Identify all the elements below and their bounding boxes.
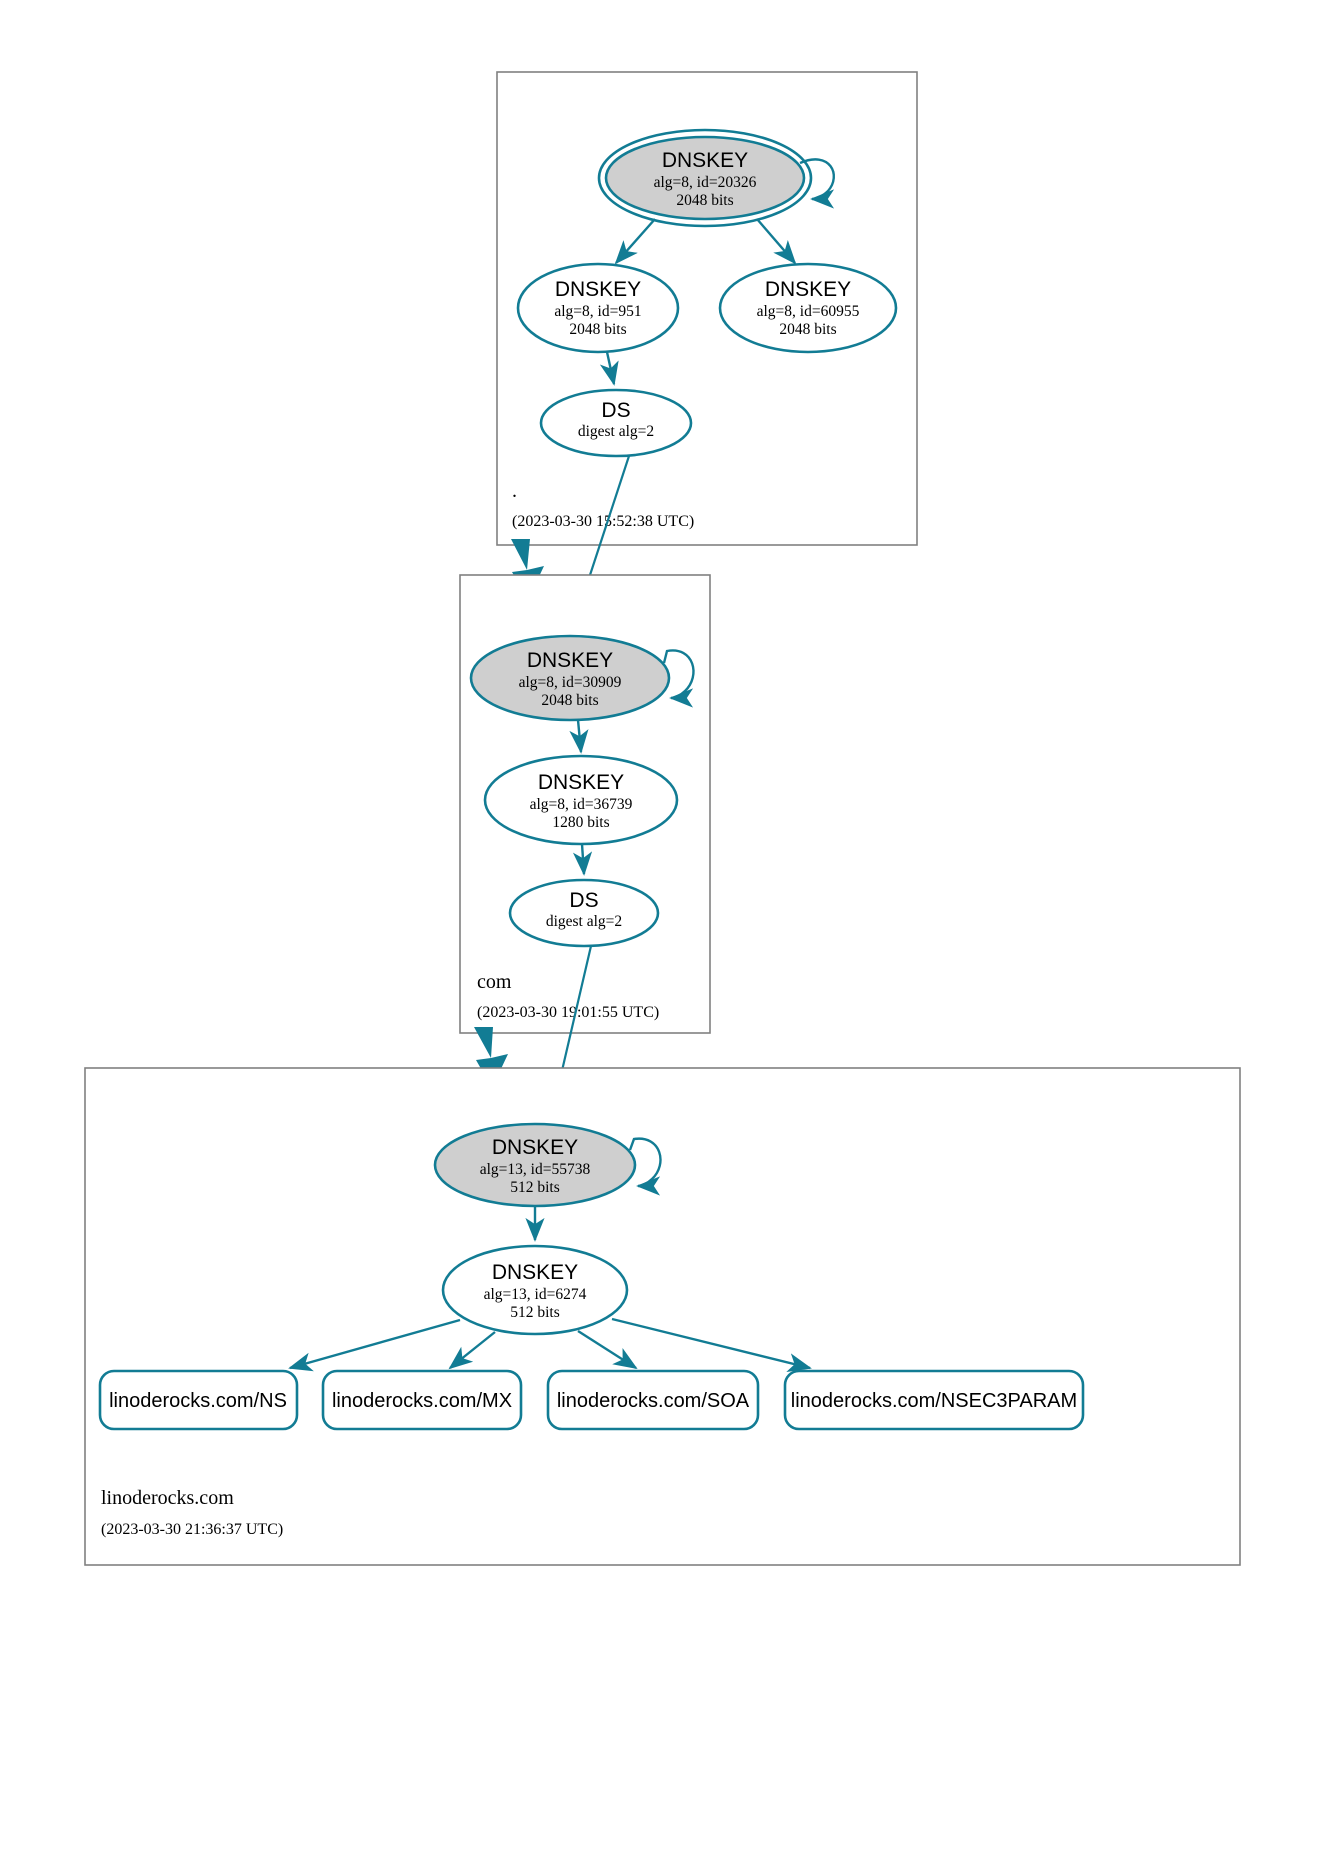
node-com-ksk-shape[interactable] (469, 634, 671, 722)
edge-zsk-to-rrset-nsec3param (611, 1317, 812, 1373)
node-root-zsk-60955-bits: 2048 bits (779, 321, 836, 338)
node-com-zsk-bits: 1280 bits (552, 814, 609, 831)
node-root-ds-shape[interactable] (539, 388, 693, 458)
node-root-ksk-title: DNSKEY (662, 149, 748, 172)
node-root-ds-alg: digest alg=2 (578, 423, 654, 440)
node-root-ksk-bits: 2048 bits (676, 192, 733, 209)
node-linoderocks-ksk-alg: alg=13, id=55738 (480, 1161, 591, 1178)
node-rrset-mx-label: linoderocks.com/MX (332, 1390, 512, 1412)
node-root-zsk-951-title: DNSKEY (555, 278, 641, 301)
zone-timestamp-root: (2023-03-30 15:52:38 UTC) (512, 513, 694, 530)
zone-delegation-arrow-com-to-linoderocks (474, 1027, 508, 1088)
node-root-ksk-shape[interactable] (604, 135, 806, 221)
node-linoderocks-ksk-bits: 512 bits (510, 1179, 560, 1196)
node-rrset-soa-label: linoderocks.com/SOA (557, 1390, 750, 1412)
edge-zsk-to-rrset-soa (577, 1329, 638, 1370)
edge-zsk-to-rrset-ns (288, 1318, 461, 1372)
edge-root-951-to-ds (599, 351, 619, 386)
node-root-zsk-951-alg: alg=8, id=951 (554, 303, 641, 320)
edge-com-ksk-to-zsk (569, 719, 589, 754)
node-com-zsk-alg: alg=8, id=36739 (530, 796, 633, 813)
node-rrset-soa-shape[interactable] (546, 1369, 760, 1431)
node-rrset-mx-shape[interactable] (321, 1369, 523, 1431)
edge-root-ksk-to-951 (614, 218, 656, 265)
node-com-zsk-shape[interactable] (483, 754, 679, 846)
zone-label-com: com (477, 971, 512, 993)
zone-timestamp-com: (2023-03-30 19:01:55 UTC) (477, 1004, 659, 1021)
node-com-ds-alg: digest alg=2 (546, 913, 622, 930)
trust-anchor-outer-ring (597, 128, 813, 228)
node-com-ksk-alg: alg=8, id=30909 (519, 674, 622, 691)
zone-label-root: . (512, 480, 517, 502)
edge-zsk-to-rrset-mx (448, 1331, 496, 1370)
self-signature-loop-com-ksk (662, 649, 695, 708)
zone-delegation-arrow-root-to-com (511, 539, 544, 600)
node-com-ds-shape[interactable] (508, 878, 660, 948)
node-linoderocks-ksk-title: DNSKEY (492, 1136, 578, 1159)
zone-box-linoderocks (84, 1067, 1241, 1566)
node-linoderocks-zsk-shape[interactable] (441, 1244, 629, 1336)
node-rrset-ns-label: linoderocks.com/NS (109, 1390, 287, 1412)
node-rrset-nsec3param-label: linoderocks.com/NSEC3PARAM (791, 1390, 1077, 1412)
edge-com-zsk-to-ds (572, 843, 593, 876)
node-root-zsk-60955-shape[interactable] (718, 262, 898, 354)
zone-timestamp-linoderocks: (2023-03-30 21:36:37 UTC) (101, 1521, 283, 1538)
node-root-zsk-60955-title: DNSKEY (765, 278, 851, 301)
node-root-zsk-60955-alg: alg=8, id=60955 (757, 303, 860, 320)
node-root-ds-title: DS (601, 399, 630, 422)
node-com-ksk-title: DNSKEY (527, 649, 613, 672)
self-signature-loop-root-ksk (799, 158, 835, 209)
edge-root-ksk-to-60955 (756, 218, 797, 265)
node-rrset-ns-shape[interactable] (98, 1369, 299, 1431)
node-root-zsk-951-shape[interactable] (516, 262, 680, 354)
self-signature-loop-linoderocks-ksk (628, 1137, 662, 1196)
node-root-ksk-alg: alg=8, id=20326 (654, 174, 757, 191)
node-root-zsk-951-bits: 2048 bits (569, 321, 626, 338)
node-com-ds-title: DS (569, 889, 598, 912)
node-com-ksk-bits: 2048 bits (541, 692, 598, 709)
zone-label-linoderocks: linoderocks.com (101, 1487, 234, 1509)
node-linoderocks-zsk-alg: alg=13, id=6274 (484, 1286, 587, 1303)
node-linoderocks-zsk-title: DNSKEY (492, 1261, 578, 1284)
node-rrset-nsec3param-shape[interactable] (783, 1369, 1085, 1431)
node-com-zsk-title: DNSKEY (538, 771, 624, 794)
node-linoderocks-zsk-bits: 512 bits (510, 1304, 560, 1321)
